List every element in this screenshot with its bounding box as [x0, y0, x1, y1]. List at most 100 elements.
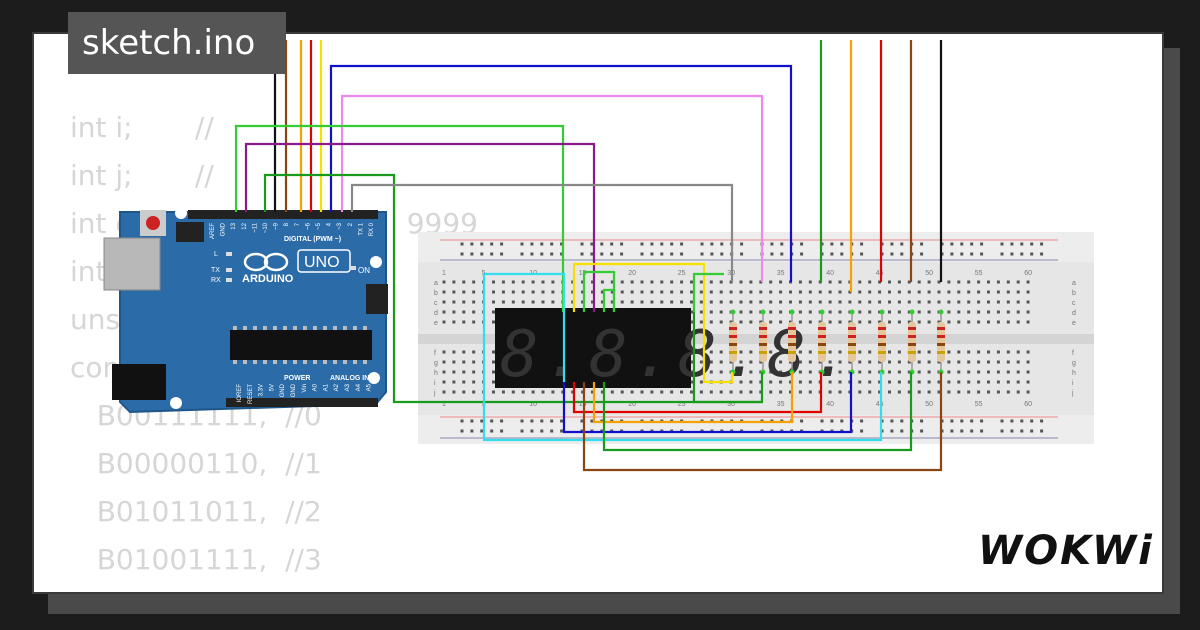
breadboard-hole[interactable] [808, 370, 812, 374]
breadboard-hole[interactable] [452, 320, 456, 324]
rail-hole[interactable] [600, 252, 604, 256]
breadboard-hole[interactable] [897, 350, 901, 354]
rail-hole[interactable] [900, 419, 904, 423]
breadboard-hole[interactable] [769, 280, 773, 284]
breadboard-hole[interactable] [699, 280, 703, 284]
breadboard-hole[interactable] [927, 280, 931, 284]
breadboard-hole[interactable] [610, 300, 614, 304]
resistor[interactable] [937, 309, 945, 375]
breadboard-hole[interactable] [947, 370, 951, 374]
breadboard-hole[interactable] [462, 380, 466, 384]
rail-hole[interactable] [480, 242, 484, 246]
breadboard-hole[interactable] [462, 310, 466, 314]
breadboard-hole[interactable] [838, 380, 842, 384]
breadboard-hole[interactable] [531, 300, 535, 304]
breadboard-hole[interactable] [1016, 380, 1020, 384]
breadboard-hole[interactable] [798, 350, 802, 354]
breadboard-hole[interactable] [858, 350, 862, 354]
breadboard-hole[interactable] [1026, 360, 1030, 364]
breadboard-hole[interactable] [511, 290, 515, 294]
breadboard-hole[interactable] [967, 280, 971, 284]
breadboard-hole[interactable] [878, 280, 882, 284]
breadboard-hole[interactable] [878, 360, 882, 364]
rail-hole[interactable] [490, 252, 494, 256]
rail-hole[interactable] [890, 252, 894, 256]
breadboard-hole[interactable] [690, 390, 693, 394]
breadboard-hole[interactable] [769, 370, 773, 374]
breadboard-hole[interactable] [571, 290, 575, 294]
rail-hole[interactable] [640, 242, 644, 246]
breadboard-hole[interactable] [798, 360, 802, 364]
breadboard-hole[interactable] [987, 360, 990, 364]
breadboard-hole[interactable] [600, 290, 604, 294]
breadboard-hole[interactable] [808, 310, 812, 314]
rail-hole[interactable] [740, 242, 744, 246]
breadboard-hole[interactable] [828, 370, 832, 374]
breadboard-hole[interactable] [759, 380, 763, 384]
breadboard-hole[interactable] [927, 320, 931, 324]
breadboard-hole[interactable] [769, 350, 773, 354]
breadboard-hole[interactable] [897, 380, 901, 384]
rail-hole[interactable] [490, 419, 494, 423]
breadboard-hole[interactable] [749, 360, 753, 364]
breadboard-hole[interactable] [996, 280, 1000, 284]
breadboard-hole[interactable] [888, 280, 891, 284]
breadboard-hole[interactable] [739, 310, 743, 314]
breadboard-hole[interactable] [838, 370, 842, 374]
breadboard-hole[interactable] [967, 360, 971, 364]
rail-hole[interactable] [670, 242, 674, 246]
breadboard-hole[interactable] [650, 300, 654, 304]
breadboard-hole[interactable] [551, 300, 555, 304]
breadboard-hole[interactable] [739, 350, 743, 354]
rail-hole[interactable] [920, 252, 924, 256]
breadboard-hole[interactable] [897, 360, 901, 364]
breadboard-hole[interactable] [759, 300, 763, 304]
breadboard-hole[interactable] [947, 290, 951, 294]
breadboard-hole[interactable] [739, 280, 743, 284]
rail-hole[interactable] [1040, 252, 1044, 256]
breadboard-hole[interactable] [511, 390, 515, 394]
breadboard-hole[interactable] [878, 390, 882, 394]
breadboard-hole[interactable] [462, 350, 466, 354]
breadboard-hole[interactable] [610, 290, 614, 294]
breadboard-hole[interactable] [739, 380, 743, 384]
breadboard-hole[interactable] [472, 360, 476, 364]
breadboard-hole[interactable] [917, 280, 921, 284]
rail-hole[interactable] [560, 242, 564, 246]
breadboard-hole[interactable] [907, 380, 911, 384]
breadboard-hole[interactable] [868, 360, 872, 364]
breadboard-hole[interactable] [927, 300, 931, 304]
breadboard-hole[interactable] [937, 380, 941, 384]
breadboard-hole[interactable] [1026, 280, 1030, 284]
breadboard-hole[interactable] [779, 350, 783, 354]
breadboard-hole[interactable] [848, 300, 852, 304]
breadboard-hole[interactable] [551, 280, 555, 284]
breadboard-hole[interactable] [977, 280, 981, 284]
breadboard-hole[interactable] [442, 360, 446, 364]
breadboard-hole[interactable] [888, 380, 891, 384]
breadboard-hole[interactable] [531, 280, 535, 284]
breadboard-hole[interactable] [957, 350, 961, 354]
breadboard-hole[interactable] [838, 350, 842, 354]
breadboard-hole[interactable] [878, 320, 882, 324]
breadboard-hole[interactable] [779, 380, 783, 384]
breadboard-hole[interactable] [442, 290, 446, 294]
rail-hole[interactable] [480, 252, 484, 256]
breadboard-hole[interactable] [947, 280, 951, 284]
breadboard-hole[interactable] [947, 380, 951, 384]
breadboard-hole[interactable] [858, 300, 862, 304]
rail-hole[interactable] [610, 252, 614, 256]
breadboard-hole[interactable] [996, 390, 1000, 394]
rail-hole[interactable] [1020, 242, 1024, 246]
rail-hole[interactable] [460, 429, 464, 433]
rail-hole[interactable] [830, 242, 834, 246]
rail-hole[interactable] [470, 419, 474, 423]
breadboard-hole[interactable] [828, 280, 832, 284]
breadboard-hole[interactable] [937, 290, 941, 294]
breadboard-hole[interactable] [501, 300, 505, 304]
rail-hole[interactable] [1020, 419, 1024, 423]
breadboard-hole[interactable] [660, 300, 664, 304]
rail-hole[interactable] [530, 429, 534, 433]
breadboard-hole[interactable] [779, 390, 783, 394]
breadboard-hole[interactable] [967, 350, 971, 354]
